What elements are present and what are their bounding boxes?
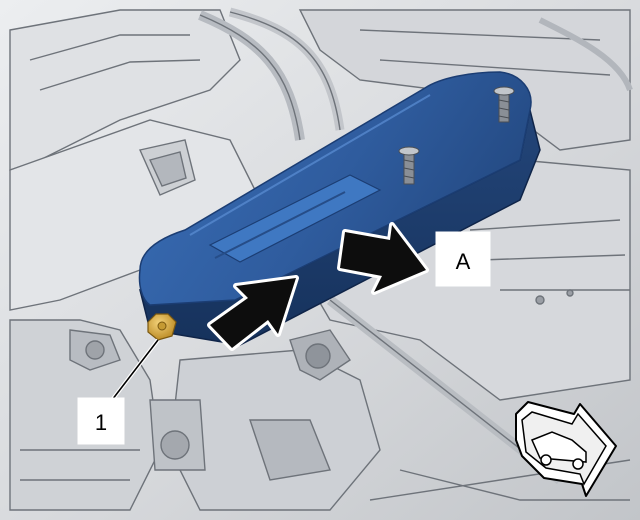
callout-1-label: 1: [95, 410, 107, 435]
press-arrow: [207, 275, 299, 351]
callout-a: A: [435, 231, 491, 287]
vehicle-direction-icon: [515, 401, 617, 497]
callout-leader-1: [111, 339, 159, 401]
direction-arrow-a: [337, 222, 429, 295]
callout-a-label: A: [456, 249, 471, 274]
bolt-upper: [493, 86, 515, 123]
nut: [147, 313, 177, 341]
bracket: [138, 71, 541, 346]
bolt-lower: [398, 146, 420, 185]
callout-1: 1: [77, 397, 125, 445]
